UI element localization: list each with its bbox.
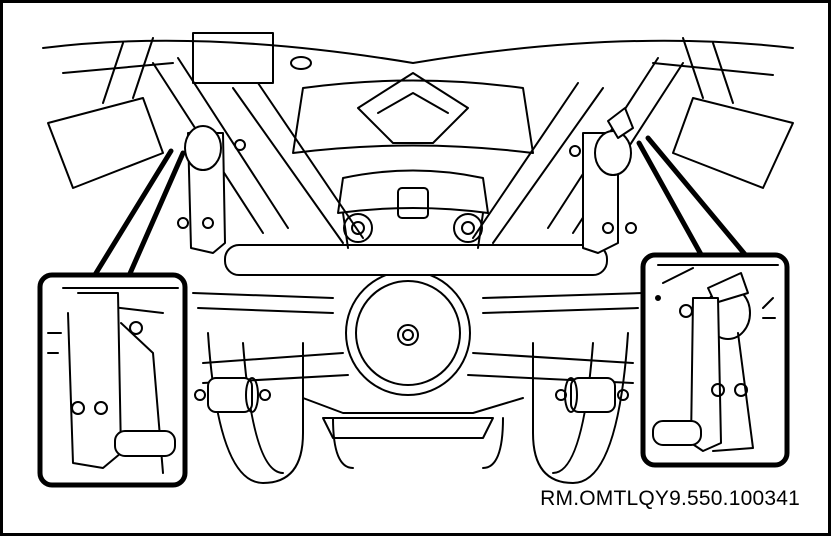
shock-mounts (337, 169, 489, 249)
rear-suspension-illustration (37, 32, 794, 488)
lower-bushings (194, 377, 629, 413)
rear-tires (207, 332, 629, 484)
right-detail-callout (640, 252, 790, 468)
reference-code: RM.OMTLQY9.550.100341 (538, 487, 802, 511)
main-view-shackles (177, 107, 637, 254)
left-detail-callout (37, 272, 188, 488)
axle-assembly (192, 244, 644, 439)
callout-pointers (90, 135, 751, 281)
